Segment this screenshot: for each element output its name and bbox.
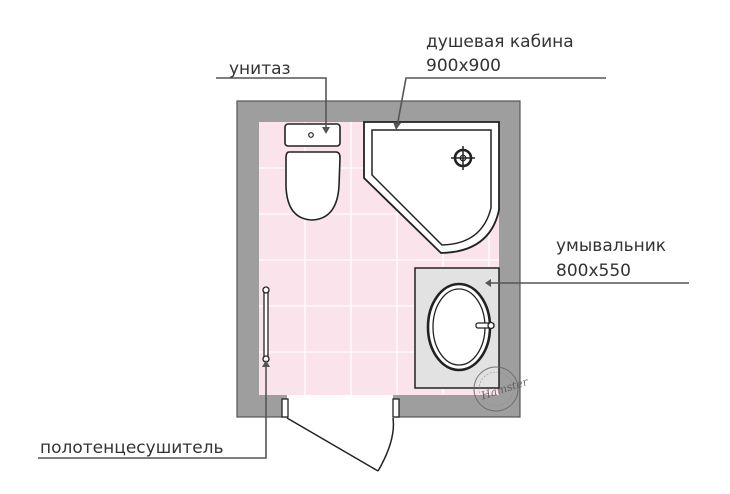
door-opening — [287, 395, 393, 418]
label-toilet: унитаз — [229, 59, 291, 79]
faucet-icon — [475, 321, 495, 330]
shower-drain-icon — [451, 146, 475, 170]
toilet-leader-line — [216, 77, 330, 134]
door-jamb-left — [281, 398, 289, 418]
toilet-tank — [284, 123, 341, 147]
label-towel-dryer: полотенцесушитель — [40, 438, 224, 458]
label-shower-name: душевая кабина — [426, 32, 574, 52]
sink — [414, 267, 500, 389]
toilet — [284, 123, 341, 221]
toilet-bowl — [285, 151, 341, 221]
towel-dryer — [262, 286, 270, 363]
label-sink-name: умывальник — [556, 236, 666, 256]
label-shower-size: 900x900 — [426, 56, 501, 76]
shower-cabin — [363, 121, 500, 254]
shower-leader-line — [393, 77, 606, 130]
door — [286, 417, 395, 472]
door-jamb-right — [392, 398, 400, 418]
label-sink-size: 800x550 — [556, 261, 631, 281]
sink-leader-line — [485, 279, 689, 287]
towel-dryer-leader-line — [38, 360, 270, 459]
